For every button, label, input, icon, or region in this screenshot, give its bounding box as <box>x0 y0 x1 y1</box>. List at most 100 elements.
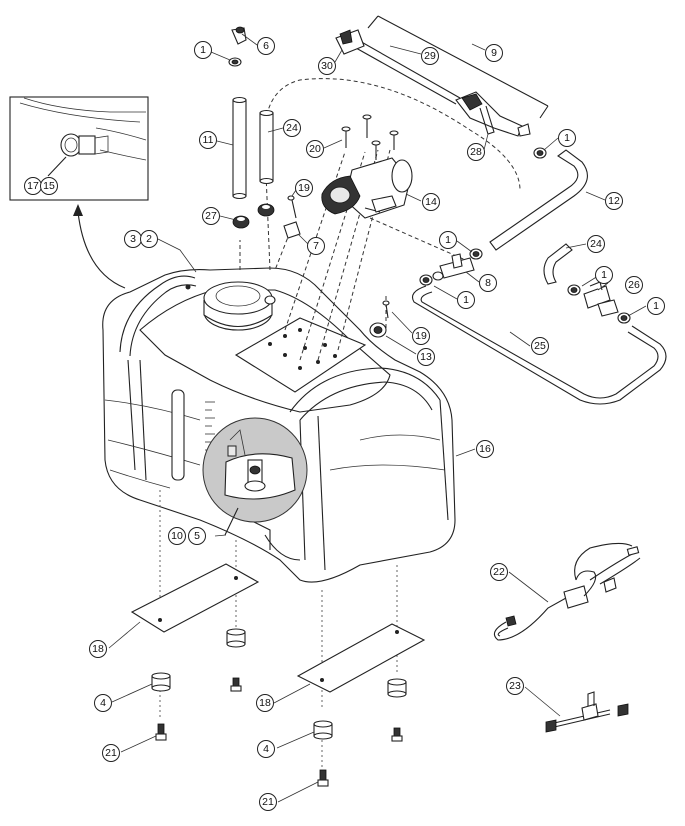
bolt-19-top <box>287 195 297 219</box>
callout-25: 25 <box>531 337 549 355</box>
callout-4-left: 4 <box>94 694 112 712</box>
svg-text:15: 15 <box>43 180 55 192</box>
inset-arrow <box>73 204 126 289</box>
wire-harness-22 <box>493 542 641 641</box>
svg-text:25: 25 <box>534 340 546 352</box>
svg-text:26: 26 <box>628 279 640 291</box>
svg-text:5: 5 <box>194 530 200 542</box>
callout-24-top: 24 <box>283 119 301 137</box>
callout-17: 17 <box>24 177 42 195</box>
svg-text:1: 1 <box>564 132 570 144</box>
callout-16: 16 <box>476 440 494 458</box>
callout-labels: 1 6 30 29 9 11 24 20 1 28 12 17 15 19 14… <box>24 37 665 811</box>
svg-text:21: 21 <box>262 796 274 808</box>
callout-18-right: 18 <box>256 694 274 712</box>
callout-26: 26 <box>625 276 643 294</box>
screws-20 <box>341 114 399 160</box>
callout-1-right: 1 <box>558 129 576 147</box>
callout-18-left: 18 <box>89 640 107 658</box>
callout-29: 29 <box>421 47 439 65</box>
mount-drop-lines <box>159 490 398 770</box>
grommet-27 <box>232 203 275 229</box>
mount-plate-18-left <box>130 563 260 633</box>
svg-text:7: 7 <box>313 240 319 252</box>
bracket-line-9 <box>377 15 549 107</box>
svg-text:4: 4 <box>100 697 106 709</box>
svg-text:23: 23 <box>509 680 521 692</box>
callout-2: 2 <box>140 230 158 248</box>
callout-11: 11 <box>199 131 217 149</box>
svg-text:12: 12 <box>608 195 620 207</box>
callout-1-r3: 1 <box>647 297 665 315</box>
isolator-upper-left <box>226 628 246 648</box>
svg-text:3: 3 <box>130 233 136 245</box>
clamp-1-top <box>228 57 242 67</box>
callout-13: 13 <box>417 348 435 366</box>
svg-text:29: 29 <box>424 50 436 62</box>
callout-21-left: 21 <box>102 744 120 762</box>
svg-text:24: 24 <box>286 122 298 134</box>
bolt-upper-right <box>391 727 403 742</box>
callout-21-right: 21 <box>259 793 277 811</box>
callout-1-r2: 1 <box>595 266 613 284</box>
isolator-4-left <box>151 672 171 692</box>
callout-23: 23 <box>506 677 524 695</box>
svg-text:27: 27 <box>205 210 217 222</box>
tee-fitting-8 <box>432 253 475 281</box>
clamp-1-low <box>419 274 433 286</box>
callout-15: 15 <box>40 177 58 195</box>
clamp-1-mid <box>469 248 483 260</box>
callout-19-low: 19 <box>412 327 430 345</box>
svg-text:13: 13 <box>420 351 432 363</box>
svg-text:1: 1 <box>200 44 206 56</box>
svg-text:6: 6 <box>263 40 269 52</box>
pump-14 <box>321 157 413 219</box>
svg-text:8: 8 <box>485 277 491 289</box>
leader-lines <box>108 33 647 803</box>
bracket-end-9a <box>367 15 379 29</box>
hose-12 <box>489 149 588 251</box>
hose-24-curved <box>543 243 573 285</box>
callout-28: 28 <box>467 143 485 161</box>
svg-text:20: 20 <box>309 143 321 155</box>
svg-text:10: 10 <box>171 530 183 542</box>
isolator-4-right <box>313 720 333 740</box>
bolt-upper-left <box>230 677 242 692</box>
nut-13 <box>369 322 387 338</box>
wire-23 <box>545 691 629 733</box>
mount-plate-18-right <box>296 623 426 693</box>
svg-text:19: 19 <box>415 330 427 342</box>
svg-text:22: 22 <box>493 566 505 578</box>
callout-27: 27 <box>202 207 220 225</box>
clamp-1-r3 <box>617 312 631 324</box>
svg-text:9: 9 <box>491 47 497 59</box>
svg-text:30: 30 <box>321 60 333 72</box>
svg-text:24: 24 <box>590 238 602 250</box>
hose-24-short <box>259 109 274 185</box>
callout-22: 22 <box>490 563 508 581</box>
bolt-21-left <box>155 723 167 741</box>
svg-text:1: 1 <box>653 300 659 312</box>
callout-8: 8 <box>479 274 497 292</box>
callout-19-top: 19 <box>295 179 313 197</box>
svg-text:28: 28 <box>470 146 482 158</box>
clamp-1-r2 <box>567 284 581 296</box>
valve-26 <box>583 281 619 317</box>
callout-1-top: 1 <box>194 41 212 59</box>
callout-4-right: 4 <box>257 740 275 758</box>
callout-5: 5 <box>188 527 206 545</box>
bracket-end-9b <box>539 105 549 119</box>
hose-25 <box>411 285 667 405</box>
callout-30: 30 <box>318 57 336 75</box>
callout-6: 6 <box>257 37 275 55</box>
svg-text:19: 19 <box>298 182 310 194</box>
svg-text:17: 17 <box>27 180 39 192</box>
bolt-21-right <box>317 769 329 787</box>
callout-10: 10 <box>168 527 186 545</box>
svg-text:21: 21 <box>105 747 117 759</box>
callout-24-mid: 24 <box>587 235 605 253</box>
callout-20: 20 <box>306 140 324 158</box>
elbow-fitting-6 <box>231 26 247 45</box>
